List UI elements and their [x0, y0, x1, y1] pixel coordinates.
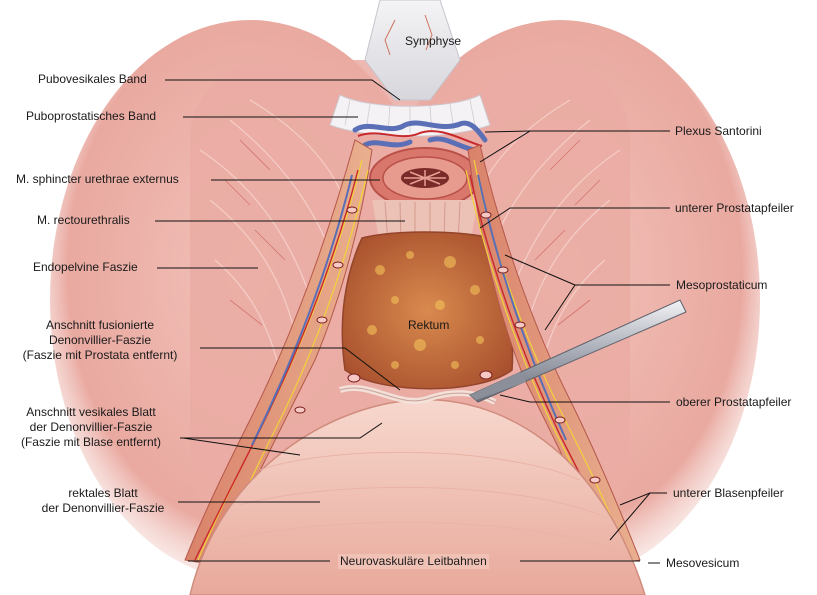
label-rektum: Rektum — [408, 318, 450, 332]
muscle-red-streaks — [224, 139, 601, 326]
label-anschnitt-fusionierte-line2: Denonvillier-Faszie — [48, 333, 152, 347]
label-anschnitt-fusionierte: Anschnitt fusionierte Denonvillier-Faszi… — [2, 318, 198, 363]
surgical-forceps-tip — [470, 372, 526, 400]
label-rektales-blatt: rektales Blatt der Denonvillier-Faszie — [30, 486, 176, 516]
label-neurovaskulaere-leitbahnen: Neurovaskuläre Leitbahnen — [338, 554, 489, 569]
leader-lines — [155, 79, 670, 564]
label-oberer-prostatapfeiler: oberer Prostatapfeiler — [676, 395, 792, 409]
bladder-folds — [224, 451, 616, 551]
label-rektales-blatt-line1: rektales Blatt — [68, 486, 138, 500]
label-endopelvine-faszie: Endopelvine Faszie — [33, 260, 138, 274]
label-unterer-blasenpfeiler: unterer Blasenpfeiler — [673, 486, 784, 500]
label-rectourethralis: M. rectourethralis — [37, 213, 130, 227]
plexus-arteries — [357, 130, 483, 147]
symphysis-vessels — [384, 14, 433, 56]
label-rektales-blatt-line2: der Denonvillier-Faszie — [41, 501, 165, 515]
label-plexus-santorini: Plexus Santorini — [675, 124, 762, 138]
label-anschnitt-vesikal: Anschnitt vesikales Blatt der Denonvilli… — [2, 405, 180, 450]
ligament-striation — [344, 99, 476, 133]
symphysis-bone — [364, 0, 461, 101]
urethra-folds — [404, 170, 446, 186]
label-mesoprostaticum: Mesoprostaticum — [676, 278, 768, 292]
label-pubovesikales-band: Pubovesikales Band — [38, 72, 147, 86]
label-symphyse: Symphyse — [405, 34, 462, 48]
label-anschnitt-vesikal-line2: der Denonvillier-Faszie — [29, 420, 153, 434]
label-anschnitt-vesikal-line3: (Faszie mit Blase entfernt) — [20, 435, 162, 449]
label-anschnitt-vesikal-line1: Anschnitt vesikales Blatt — [26, 405, 156, 419]
label-unterer-prostatapfeiler: unterer Prostatapfeiler — [675, 201, 794, 215]
label-anschnitt-fusionierte-line3: (Faszie mit Prostata entfernt) — [22, 348, 178, 362]
veins — [251, 174, 567, 446]
surgical-forceps — [469, 299, 687, 403]
label-puboprostatisches-band: Puboprostatisches Band — [26, 109, 157, 123]
label-mesovesicum: Mesovesicum — [666, 556, 740, 570]
label-sphincter: M. sphincter urethrae externus — [16, 172, 179, 186]
rectum-fat-spots — [367, 251, 484, 369]
label-anschnitt-fusionierte-line1: Anschnitt fusionierte — [45, 318, 155, 332]
